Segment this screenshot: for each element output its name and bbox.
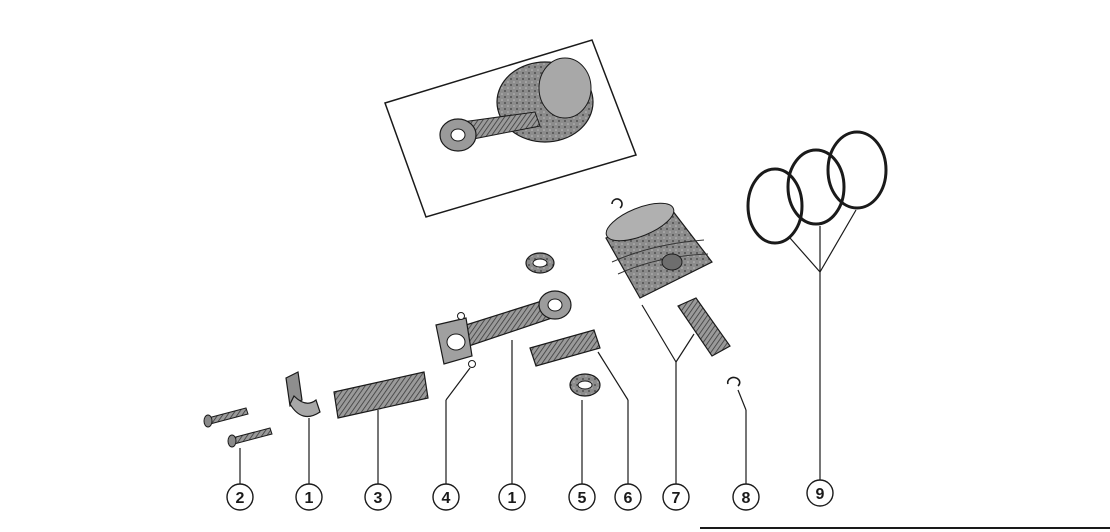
callout-label: 2 bbox=[236, 490, 245, 507]
callout-3: 3 bbox=[364, 483, 392, 511]
needle-rollers bbox=[333, 371, 429, 419]
callout-4: 4 bbox=[432, 483, 460, 511]
callout-6: 6 bbox=[614, 483, 642, 511]
callout-label: 1 bbox=[305, 490, 314, 507]
callout-label: 9 bbox=[816, 486, 825, 503]
callout-5: 5 bbox=[568, 483, 596, 511]
callout-7: 7 bbox=[662, 483, 690, 511]
piston-rings bbox=[746, 130, 888, 245]
connecting-rod bbox=[435, 290, 572, 368]
assembled-piston-illustration bbox=[439, 57, 594, 152]
assembled-piston-inset bbox=[384, 39, 637, 218]
callout-label: 3 bbox=[374, 490, 383, 507]
callout-1-rod: 1 bbox=[498, 483, 526, 511]
bearing-lower bbox=[569, 373, 601, 397]
piston-pin-clip-bottom bbox=[726, 376, 741, 387]
callout-label: 4 bbox=[442, 490, 451, 507]
needle-bearing bbox=[529, 329, 601, 367]
rod-cap bbox=[285, 371, 321, 418]
piston bbox=[605, 202, 713, 299]
callout-1-cap: 1 bbox=[295, 483, 323, 511]
callout-label: 5 bbox=[578, 490, 587, 507]
callout-label: 6 bbox=[624, 490, 633, 507]
callout-label: 8 bbox=[742, 490, 751, 507]
callout-2: 2 bbox=[226, 483, 254, 511]
rod-screws bbox=[203, 407, 273, 448]
leader-lines bbox=[239, 209, 857, 484]
callout-8: 8 bbox=[732, 483, 760, 511]
piston-pin-clip-top bbox=[611, 198, 623, 209]
callout-9: 9 bbox=[806, 479, 834, 507]
callouts: 2 1 3 4 1 5 6 7 bbox=[226, 479, 834, 511]
callout-label: 7 bbox=[672, 490, 681, 507]
callout-label: 1 bbox=[508, 490, 517, 507]
bearing-upper bbox=[525, 252, 555, 274]
piston-pin bbox=[677, 297, 731, 357]
